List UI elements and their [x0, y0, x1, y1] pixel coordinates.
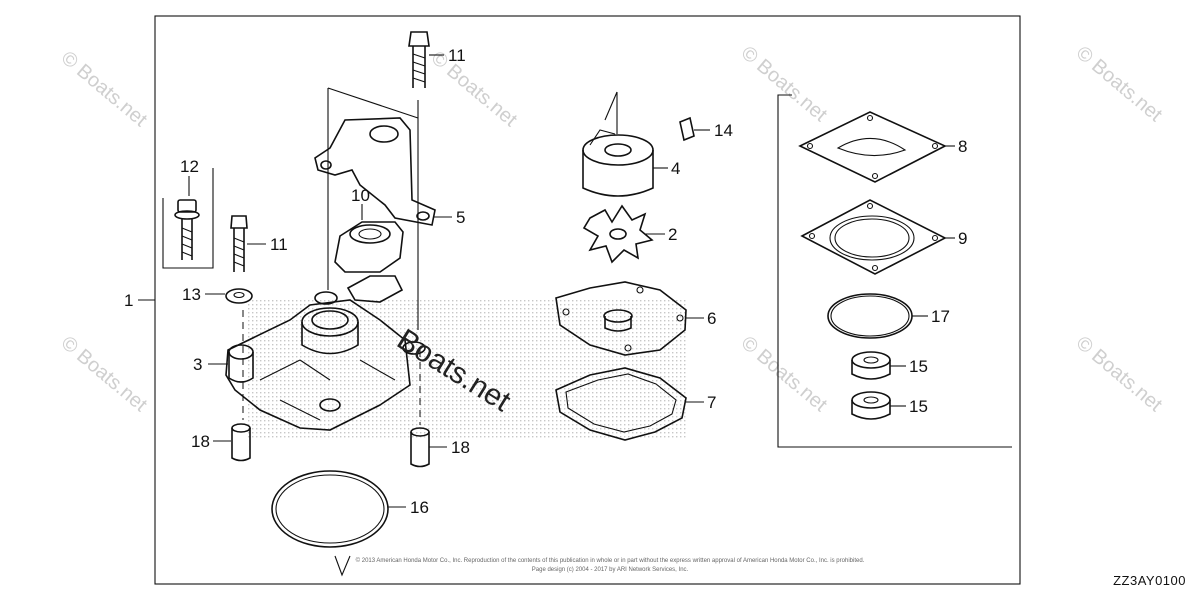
callout-11-middle: 11	[270, 235, 288, 254]
callout-5: 5	[456, 208, 465, 227]
sleeve-18-right	[410, 427, 447, 468]
callout-14: 14	[714, 121, 733, 140]
bearing-15-bottom	[851, 391, 906, 420]
watermark-text: © Boats.net	[1072, 332, 1167, 416]
pump-housing-3	[208, 291, 426, 431]
callout-7: 7	[707, 393, 716, 412]
callout-15-bottom: 15	[909, 397, 928, 416]
gasket-9	[800, 199, 955, 275]
bolt-11-top	[408, 31, 444, 88]
key-14	[679, 116, 710, 142]
copyright-line-2: Page design (c) 2004 - 2017 by ARI Netwo…	[531, 567, 689, 573]
diagram-code: ZZ3AY0100	[1113, 573, 1186, 588]
plate-8	[798, 111, 955, 183]
callout-2: 2	[668, 225, 677, 244]
grommet-10	[334, 204, 404, 273]
callout-3: 3	[193, 355, 202, 374]
watermark-text: © Boats.net	[427, 47, 522, 131]
callout-12: 12	[180, 157, 199, 176]
callout-11-top: 11	[448, 46, 466, 65]
guide-lines	[242, 87, 421, 425]
plate-6	[555, 281, 704, 356]
callout-10: 10	[351, 186, 370, 205]
bolt-11-middle	[230, 215, 266, 272]
callout-16: 16	[410, 498, 429, 517]
gasket-7	[555, 367, 704, 441]
alignment-mark	[334, 555, 351, 577]
watermark-text: © Boats.net	[1072, 42, 1167, 126]
callout-18-left: 18	[191, 432, 210, 451]
callout-6: 6	[707, 309, 716, 328]
bracket-5	[314, 117, 452, 226]
copyright-line-1: © 2013 American Honda Motor Co., Inc. Re…	[355, 558, 865, 564]
callout-13: 13	[182, 285, 201, 304]
callout-8: 8	[958, 137, 967, 156]
impeller-2	[582, 204, 665, 264]
watermark-text: © Boats.net	[737, 332, 832, 416]
callout-9: 9	[958, 229, 967, 248]
callout-1: 1	[124, 291, 133, 310]
watermark-text: © Boats.net	[737, 42, 832, 126]
bearing-15-top	[851, 351, 906, 380]
callout-4: 4	[671, 159, 680, 178]
impeller-housing-4	[582, 91, 668, 197]
callout-15-top: 15	[909, 357, 928, 376]
o-ring-17	[827, 293, 928, 339]
copyright-notice: © 2013 American Honda Motor Co., Inc. Re…	[330, 557, 890, 575]
kit-bracket	[777, 94, 1012, 448]
bolt-12	[174, 176, 200, 260]
watermark-text: © Boats.net	[57, 332, 152, 416]
washer-13	[205, 288, 253, 304]
housing-gasket	[346, 275, 404, 303]
callout-17: 17	[931, 307, 950, 326]
callout-18-right: 18	[451, 438, 470, 457]
watermark-text: © Boats.net	[57, 47, 152, 131]
sleeve-18-left	[213, 423, 251, 462]
o-ring-16	[271, 470, 406, 548]
bolt-12-bracket	[162, 168, 214, 269]
